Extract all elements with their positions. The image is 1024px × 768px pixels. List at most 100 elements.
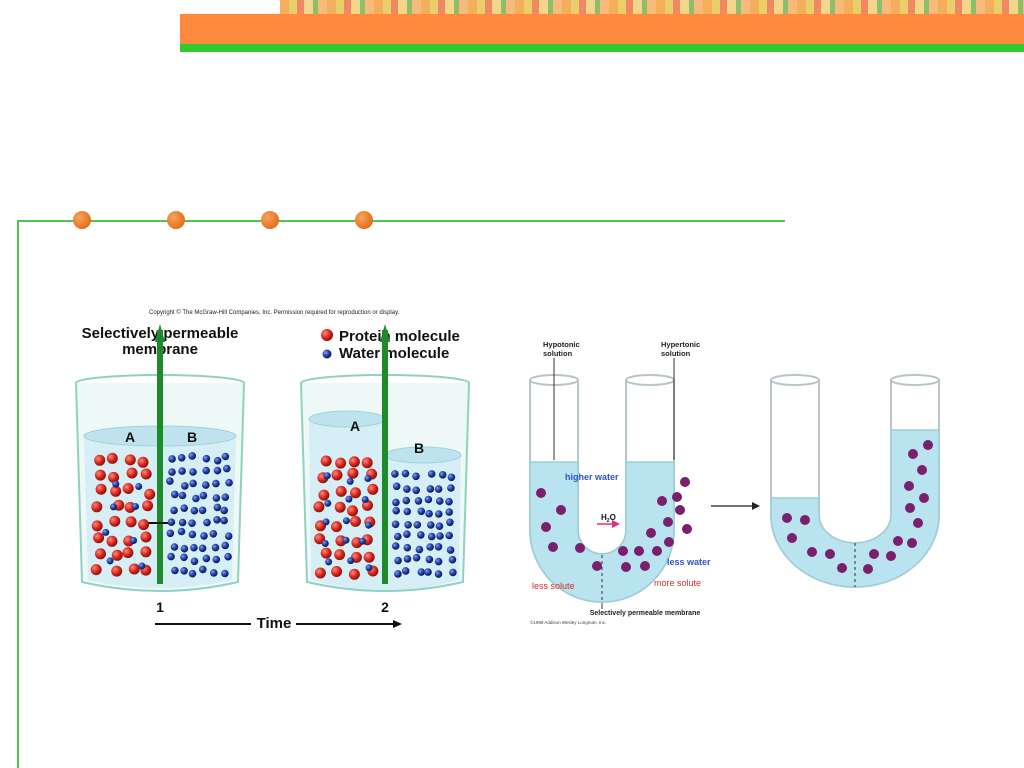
water-molecule xyxy=(436,532,444,540)
water-molecule xyxy=(434,485,443,493)
protein-molecule xyxy=(320,455,332,467)
water-molecule xyxy=(212,494,221,502)
protein-molecule xyxy=(128,563,140,575)
water-molecule xyxy=(212,555,221,564)
protein-molecule xyxy=(335,457,347,469)
water-molecule xyxy=(132,503,139,510)
solute-particle xyxy=(905,503,915,513)
solute-particle xyxy=(682,524,692,534)
water-molecule xyxy=(404,521,412,529)
protein-molecule xyxy=(106,535,118,547)
water-molecule xyxy=(394,556,402,565)
banner-orange-bar xyxy=(180,14,1024,44)
protein-molecule xyxy=(313,501,325,513)
solute-particle xyxy=(640,561,650,571)
water-molecule xyxy=(106,557,114,565)
solute-particle xyxy=(908,449,918,459)
protein-molecule xyxy=(331,566,343,577)
water-molecule xyxy=(177,454,186,462)
water-molecule xyxy=(166,529,175,538)
water-molecule xyxy=(170,543,179,551)
transition-arrowhead xyxy=(752,502,760,510)
water-molecule xyxy=(425,509,433,518)
beaker-2-side-b: B xyxy=(414,440,424,456)
water-molecule xyxy=(220,506,228,515)
solute-particle xyxy=(904,481,914,491)
beaker-1-side-a: A xyxy=(125,429,135,445)
water-molecule xyxy=(177,527,186,536)
legend-water-marker xyxy=(322,349,332,359)
protein-molecule xyxy=(110,485,122,497)
water-molecule xyxy=(446,518,454,527)
water-molecule xyxy=(392,506,401,515)
water-molecule xyxy=(167,518,176,526)
water-molecule xyxy=(413,521,422,529)
protein-molecule xyxy=(318,489,330,501)
water-molecule xyxy=(190,543,198,552)
water-molecule xyxy=(391,520,400,529)
water-molecule xyxy=(435,522,444,530)
banner-texture xyxy=(280,0,1024,14)
water-molecule xyxy=(224,532,233,540)
water-molecule xyxy=(324,499,332,507)
water-molecule xyxy=(211,543,220,552)
protein-molecule xyxy=(111,549,123,561)
water-molecule xyxy=(202,481,210,489)
protein-molecule xyxy=(348,568,360,580)
protein-molecule xyxy=(142,500,154,512)
water-molecule xyxy=(209,530,218,538)
hypotonic-label-line1: Hypotonic xyxy=(543,340,580,349)
banner-green-bar xyxy=(180,44,1024,52)
water-molecule xyxy=(181,482,189,490)
water-molecule xyxy=(213,456,222,465)
solute-particle xyxy=(652,546,662,556)
orange-bullet-3 xyxy=(261,211,279,229)
solute-particle xyxy=(919,493,929,503)
water-molecule xyxy=(401,469,410,478)
water-molecule xyxy=(138,562,146,570)
protein-molecule xyxy=(350,515,361,527)
water-molecule xyxy=(102,528,110,536)
solute-particle xyxy=(634,546,644,556)
left-copyright: Copyright © The McGraw-Hill Companies, I… xyxy=(149,309,400,316)
water-molecule xyxy=(178,518,187,527)
water-molecule xyxy=(180,504,188,512)
protein-molecule xyxy=(106,452,118,464)
molecules-group xyxy=(90,452,457,580)
u-tube-2 xyxy=(770,374,940,588)
solute-particle xyxy=(556,505,566,515)
water-molecule xyxy=(223,464,231,473)
time-arrowhead xyxy=(393,620,402,628)
water-molecule xyxy=(435,497,444,505)
less-water-label: less water xyxy=(667,557,711,567)
water-molecule xyxy=(168,468,176,476)
orange-bullet-4 xyxy=(355,211,373,229)
hypertonic-label-line1: Hypertonic xyxy=(661,340,700,349)
water-molecule xyxy=(180,567,188,575)
water-molecule xyxy=(210,569,218,577)
beaker-2-membrane xyxy=(382,330,388,584)
water-molecule xyxy=(189,479,197,488)
water-molecule xyxy=(427,470,436,478)
solute-particle xyxy=(548,542,558,552)
water-molecule xyxy=(202,554,211,563)
water-molecule xyxy=(412,553,421,562)
solute-particle xyxy=(800,515,810,525)
h2o-arrowhead xyxy=(612,520,620,528)
water-molecule xyxy=(224,552,232,561)
water-molecule xyxy=(168,455,176,463)
water-molecule xyxy=(365,564,373,572)
water-molecule xyxy=(213,516,221,524)
protein-molecule xyxy=(320,547,332,559)
water-molecule xyxy=(325,558,333,566)
protein-molecule xyxy=(350,487,361,499)
water-molecule xyxy=(361,496,369,503)
water-molecule xyxy=(188,530,197,539)
solute-particle xyxy=(787,533,797,543)
water-molecule xyxy=(417,568,426,576)
protein-molecule xyxy=(347,467,359,479)
protein-molecule xyxy=(122,547,134,559)
water-molecule xyxy=(167,552,175,561)
water-molecule xyxy=(364,475,372,482)
